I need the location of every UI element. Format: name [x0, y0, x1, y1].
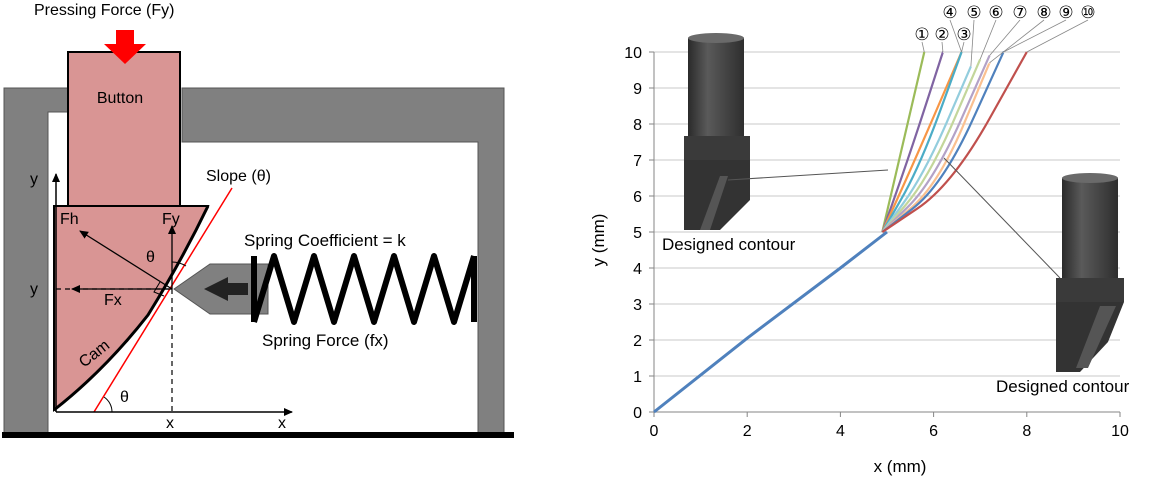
x-tick-label: 4 — [836, 423, 845, 440]
y-tick-label: 8 — [633, 117, 642, 134]
contour-connector-left — [727, 169, 889, 181]
designed-contour-label-left: Designed contour — [662, 235, 796, 254]
button-label: Button — [97, 90, 143, 107]
leader-line-1 — [921, 41, 925, 53]
mechanism-diagram: Button Pressing Force (Fy) Cam Slope (θ)… — [0, 0, 520, 479]
coordinate-axes — [52, 173, 293, 416]
slope-line — [93, 187, 233, 413]
force-vectors — [71, 225, 187, 413]
contour-model-right — [1056, 173, 1124, 372]
series-number-5: ⑤ — [966, 3, 981, 22]
pressing-force-arrow — [104, 30, 146, 64]
contour-connector-right — [943, 157, 1061, 279]
fx-label: Fx — [104, 292, 122, 309]
leader-line-3 — [961, 41, 965, 53]
y-tick-label: 0 — [633, 405, 642, 422]
x-tick-label: 10 — [1111, 423, 1129, 440]
theta-label-bottom: θ — [120, 389, 129, 406]
mechanism-svg: Button Pressing Force (Fy) Cam Slope (θ)… — [2, 2, 514, 438]
x-tick-label: 0 — [650, 423, 659, 440]
spring-plunger — [173, 263, 269, 315]
chart-axes — [649, 51, 1121, 417]
fh-label: Fh — [60, 211, 79, 228]
series-line-2 — [881, 51, 944, 233]
y-axis-label: y — [30, 171, 38, 188]
y-tick-label: 6 — [633, 189, 642, 206]
series-number-10: ⑩ — [1080, 3, 1095, 22]
series-line-4 — [881, 51, 963, 233]
base-line — [2, 432, 514, 438]
theta-label-top: θ — [146, 249, 155, 266]
x-tick-label: x — [166, 415, 174, 432]
series-number-2: ② — [934, 25, 949, 44]
series-leader-lines — [921, 19, 1089, 67]
leader-line-9 — [1003, 19, 1067, 53]
spring-coefficient-label: Spring Coefficient = k — [244, 231, 406, 250]
x-axis-title: x (mm) — [874, 457, 927, 476]
y-tick-label: 3 — [633, 297, 642, 314]
x-axis-label: x — [278, 415, 286, 432]
series-number-4: ④ — [942, 3, 957, 22]
leader-line-10 — [1026, 19, 1089, 53]
leader-line-7 — [989, 19, 1021, 56]
y-tick-label: 4 — [633, 261, 642, 278]
cam-body — [53, 205, 210, 413]
y-tick-label: 9 — [633, 81, 642, 98]
series-number-9: ⑨ — [1058, 3, 1073, 22]
leader-line-6 — [979, 19, 997, 60]
y-tick-label: y — [30, 281, 38, 298]
slope-label: Slope (θ) — [206, 168, 271, 185]
series-number-1: ① — [914, 25, 929, 44]
leader-line-8 — [989, 19, 1045, 64]
y-tick-label: 7 — [633, 153, 642, 170]
y-tick-label: 5 — [633, 225, 642, 242]
y-tick-label: 1 — [633, 369, 642, 386]
series-number-8: ⑧ — [1036, 3, 1051, 22]
y-axis-title: y (mm) — [589, 214, 608, 267]
series-number-7: ⑦ — [1012, 3, 1027, 22]
y-tick-label: 2 — [633, 333, 642, 350]
series-base-line — [653, 230, 888, 414]
series-number-6: ⑥ — [988, 3, 1003, 22]
designed-contour-label-right: Designed contour — [996, 377, 1130, 396]
leader-line-5 — [970, 19, 975, 67]
x-tick-label: 8 — [1022, 423, 1031, 440]
fy-label: Fy — [162, 211, 180, 228]
contour-model-left — [684, 33, 750, 230]
chart-series — [653, 51, 1028, 414]
leader-line-4 — [949, 19, 962, 53]
spring-coil — [251, 253, 477, 325]
series-number-3: ③ — [956, 25, 971, 44]
leader-line-2 — [941, 41, 944, 53]
x-tick-label: 6 — [929, 423, 938, 440]
series-line-1 — [881, 51, 926, 233]
spring-force-label: Spring Force (fx) — [262, 331, 389, 350]
y-tick-label: 10 — [624, 45, 642, 62]
x-tick-label: 2 — [743, 423, 752, 440]
chart-tick-labels: 0 2 4 6 8 10 0 1 2 3 4 5 6 7 8 9 10 — [624, 45, 1129, 440]
pressing-force-label: Pressing Force (Fy) — [34, 2, 174, 19]
button-block: Button — [67, 51, 181, 207]
